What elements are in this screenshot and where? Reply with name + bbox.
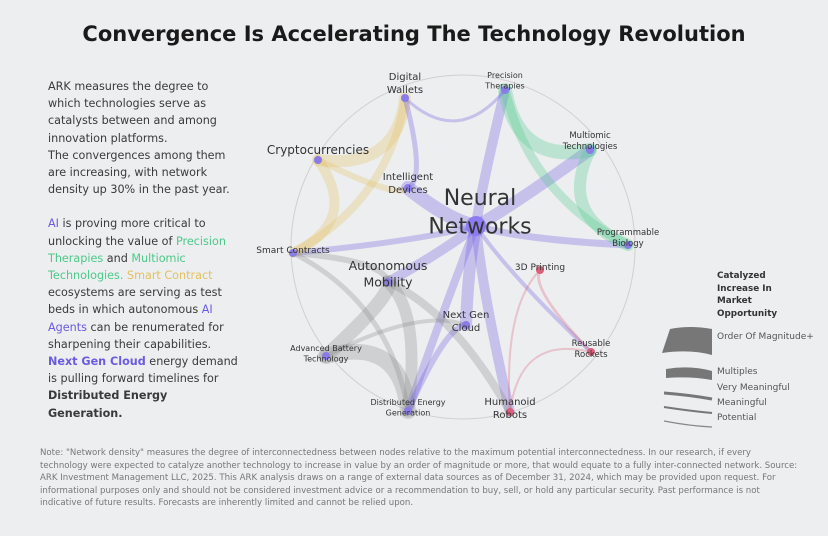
edge-id-dw bbox=[402, 95, 419, 191]
hl-precision: Precision Therapies bbox=[48, 234, 226, 265]
node-am-marker bbox=[384, 278, 392, 286]
legend-heading: Catalyzed Increase In Market Opportunity bbox=[717, 271, 778, 319]
node-3d-marker bbox=[536, 266, 544, 274]
edge-mt-pb bbox=[573, 144, 634, 251]
node-rr-marker bbox=[587, 348, 595, 356]
edge-dw-pt bbox=[403, 88, 507, 123]
legend-swatch bbox=[662, 327, 712, 355]
edge-nn-de bbox=[404, 222, 480, 415]
node-cc-marker bbox=[314, 156, 322, 164]
hl-deg: Distributed Energy Generation. bbox=[48, 389, 168, 420]
txt: energy demand is pulling forward timelin… bbox=[48, 355, 238, 386]
edge-cc-sc bbox=[288, 155, 340, 258]
edge-rr-3d bbox=[537, 268, 593, 354]
edge-dw-sc bbox=[289, 94, 409, 257]
edge-am-hr bbox=[384, 278, 514, 416]
edge-ng-de bbox=[405, 322, 469, 414]
legend-item: Potential bbox=[717, 413, 757, 423]
edge-nn-sc bbox=[290, 223, 479, 256]
node-hr-marker bbox=[506, 408, 514, 416]
network-ring bbox=[290, 74, 636, 420]
txt: ecosystems are serving as test beds in w… bbox=[48, 286, 222, 317]
edge-nn-pb bbox=[472, 222, 632, 249]
legend-swatches bbox=[662, 327, 713, 428]
node-ab-marker bbox=[322, 352, 330, 360]
legend-item: Multiples bbox=[717, 367, 758, 377]
edge-pt-mt bbox=[498, 83, 597, 160]
node-mt-marker bbox=[586, 146, 594, 154]
node-label-3d: 3D Printing bbox=[515, 263, 565, 273]
node-de-marker bbox=[404, 407, 412, 415]
body-paragraph: AI is proving more critical to unlocking… bbox=[48, 215, 238, 421]
txt: is proving more critical to unlocking th… bbox=[48, 217, 206, 248]
node-label-sc: Smart Contracts bbox=[256, 246, 330, 256]
footnote: Note: "Network density" measures the deg… bbox=[40, 448, 798, 509]
edge-am-sc bbox=[290, 250, 391, 285]
edge-pt-pb bbox=[500, 85, 633, 250]
edge-nn-hr bbox=[471, 221, 515, 417]
legend-item: Order Of Magnitude+ bbox=[717, 332, 814, 342]
hl-next-gen-cloud: Next Gen Cloud bbox=[48, 355, 146, 369]
node-pb-marker bbox=[624, 241, 632, 249]
legend-swatch bbox=[663, 406, 713, 414]
legend-item: Meaningful bbox=[717, 398, 767, 408]
node-id-marker bbox=[404, 184, 412, 192]
legend-item: Very Meaningful bbox=[717, 383, 790, 393]
intro-p1: ARK measures the degree to which technol… bbox=[48, 80, 217, 145]
hl-ai: AI bbox=[48, 217, 59, 231]
node-ng-marker bbox=[462, 321, 470, 329]
hl-multiomic: Multiomic Technologies. bbox=[48, 251, 186, 283]
txt: and bbox=[103, 251, 132, 265]
edge-nn-rr bbox=[474, 224, 593, 354]
hl-ai-agents: AI Agents bbox=[48, 303, 213, 334]
legend-swatch bbox=[666, 367, 712, 380]
page-title: Convergence Is Accelerating The Technolo… bbox=[82, 22, 746, 46]
intro-text: ARK measures the degree to which technol… bbox=[48, 78, 238, 439]
hl-smart-contract: Smart Contract bbox=[123, 269, 213, 283]
edge-hr-rr bbox=[509, 347, 592, 413]
edge-ab-de bbox=[318, 343, 416, 419]
node-dw-marker bbox=[401, 94, 409, 102]
edge-dw-cc bbox=[312, 92, 411, 168]
node-pt-marker bbox=[501, 86, 509, 94]
legend-swatch bbox=[663, 420, 713, 428]
node-sc-marker bbox=[289, 249, 297, 257]
txt: can be renumerated for sharpening their … bbox=[48, 320, 224, 351]
legend-swatch bbox=[663, 391, 713, 401]
edge-ab-ng bbox=[324, 318, 468, 358]
node-nn-marker bbox=[466, 216, 486, 236]
node-label-cc: Cryptocurrencies bbox=[267, 143, 369, 157]
intro-p2: The convergences among them are increasi… bbox=[48, 148, 230, 197]
edge-3d-hr bbox=[507, 269, 541, 413]
edge-am-de bbox=[382, 276, 418, 417]
edge-sc-de bbox=[290, 250, 411, 414]
